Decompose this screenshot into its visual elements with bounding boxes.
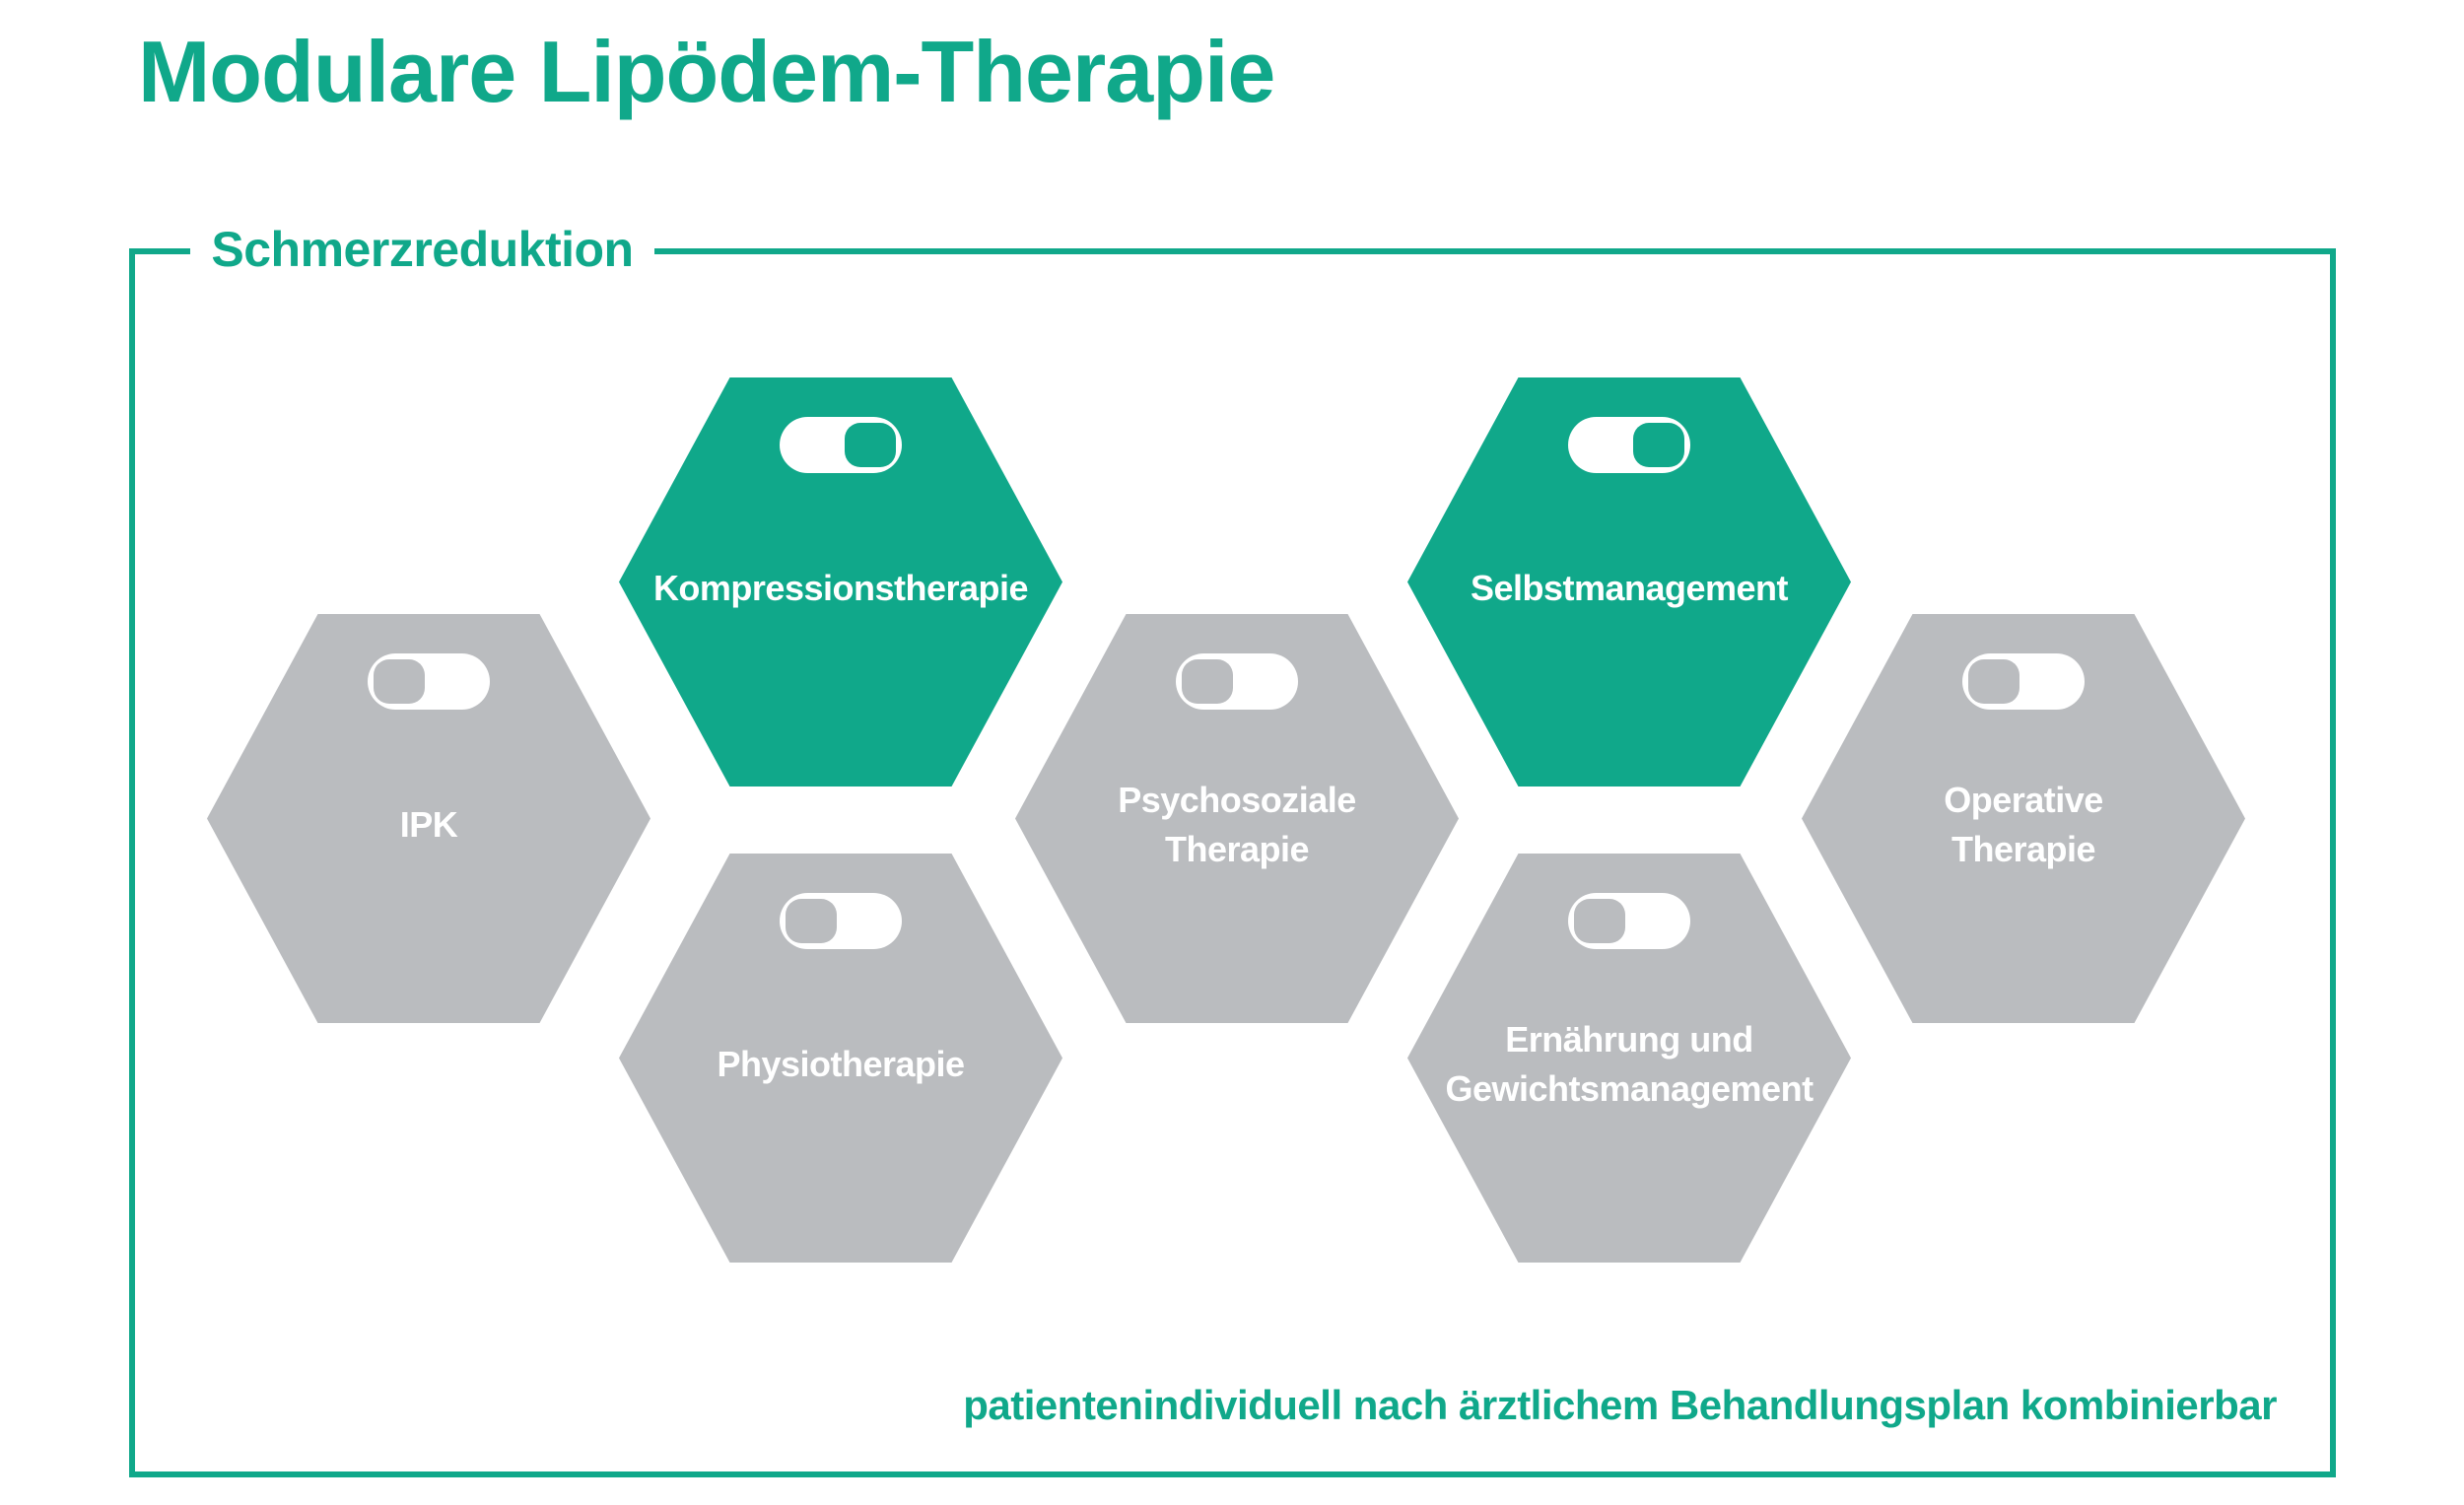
module-label-ipk: IPK bbox=[207, 800, 650, 850]
toggle-knob-icon bbox=[845, 423, 896, 467]
module-label-kompressionstherapie: Kompressionstherapie bbox=[619, 564, 1062, 613]
module-label-line: Gewichtsmanagement bbox=[1445, 1067, 1814, 1109]
toggle-knob-icon bbox=[1633, 423, 1684, 467]
module-label-line: Therapie bbox=[1164, 828, 1310, 869]
toggle-switch-psychosoziale-therapie[interactable] bbox=[1176, 653, 1298, 710]
toggle-knob-icon bbox=[1574, 899, 1625, 943]
module-label-line: Psychosoziale bbox=[1118, 779, 1356, 820]
toggle-switch-operative-therapie[interactable] bbox=[1962, 653, 2085, 710]
module-label-line: Selbstmanagement bbox=[1470, 567, 1789, 608]
module-label-line: IPK bbox=[399, 803, 458, 845]
page-title: Modulare Lipödem-Therapie bbox=[138, 23, 1275, 120]
toggle-knob-icon bbox=[1182, 659, 1233, 704]
schmerzreduktion-box bbox=[129, 248, 2336, 1477]
toggle-knob-icon bbox=[786, 899, 837, 943]
toggle-knob-icon bbox=[374, 659, 425, 704]
schmerzreduktion-label: Schmerzreduktion bbox=[190, 219, 654, 280]
toggle-switch-physiotherapie[interactable] bbox=[780, 893, 902, 949]
footer-note: patientenindividuell nach ärztlichem Beh… bbox=[963, 1382, 2277, 1428]
module-label-line: Operative bbox=[1944, 779, 2103, 820]
module-label-line: Physiotherapie bbox=[717, 1043, 965, 1084]
module-hex-ipk: IPK bbox=[207, 614, 650, 1023]
module-label-line: Kompressionstherapie bbox=[652, 567, 1029, 608]
module-label-physiotherapie: Physiotherapie bbox=[619, 1040, 1062, 1089]
module-label-selbstmanagement: Selbstmanagement bbox=[1407, 564, 1851, 613]
toggle-switch-kompressionstherapie[interactable] bbox=[780, 417, 902, 473]
module-label-line: Ernährung und bbox=[1505, 1018, 1753, 1060]
toggle-switch-ipk[interactable] bbox=[368, 653, 490, 710]
module-label-line: Therapie bbox=[1951, 828, 2096, 869]
toggle-switch-selbstmanagement[interactable] bbox=[1568, 417, 1690, 473]
toggle-switch-ernaehrung-gewichtsmanagement[interactable] bbox=[1568, 893, 1690, 949]
toggle-knob-icon bbox=[1968, 659, 2019, 704]
